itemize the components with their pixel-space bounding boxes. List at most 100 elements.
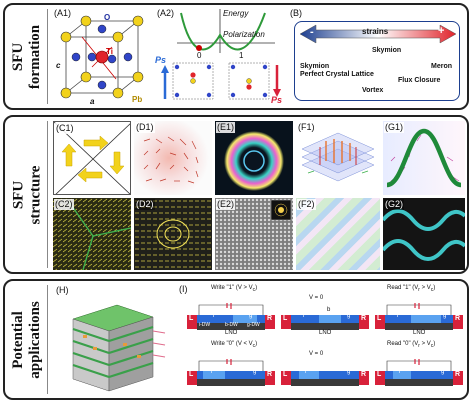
device-read-0: L R i g (375, 359, 463, 393)
region-i: i (303, 313, 305, 319)
perfect-crystal-lattice-label: Perfect Crystal Lattice (300, 71, 374, 78)
label-f2: (F2) (297, 199, 316, 210)
panel-g2-wave-domains: (G2) (383, 198, 465, 270)
panel-a2-double-well: (A2) Energy Polarization 0 1 Ps Ps (155, 7, 285, 107)
vortex-label: Vortex (362, 87, 384, 94)
region-i: i (399, 369, 401, 375)
panel-i-memory-devices: (I) Write "1" (V > Vc) V = 0 Read "1" (V… (177, 283, 467, 397)
section-divider (47, 285, 48, 394)
label-a1: (A1) (53, 8, 73, 19)
region-g: g (443, 313, 447, 319)
o-atom-label: O (104, 13, 111, 22)
label-c1: (C1) (55, 123, 75, 134)
section-divider (47, 121, 48, 268)
region-i: i (397, 313, 399, 319)
pb-atom-label: Pb (132, 95, 143, 104)
state-one-label: 1 (239, 51, 244, 60)
region-i: i (213, 313, 215, 319)
label-b: (B) (289, 8, 303, 19)
region-g: g (441, 369, 445, 375)
energy-curve (180, 12, 266, 51)
region-g: g (253, 369, 257, 375)
terminal-r: R (455, 315, 461, 322)
terminal-l: L (283, 315, 288, 322)
device-v0-bottom: L R i g (281, 359, 369, 393)
g-dw-label: g-DW (247, 322, 260, 328)
device-v0-top: L R i b g LNO (281, 303, 369, 337)
write-0-caption: Write "0" (V < Vc) (211, 341, 258, 350)
panel-g1-wave-polarization: (G1) (383, 121, 465, 195)
panel-d1-polarization-map: (D1) (134, 121, 212, 195)
terminal-r: R (455, 371, 461, 378)
strain-minus: - (310, 26, 314, 38)
v0-caption-bottom: V = 0 (309, 351, 324, 357)
terminal-l: L (189, 371, 194, 378)
panel-c2-vector-field: (C2) (53, 198, 131, 270)
section-divider (47, 9, 48, 104)
double-well-drawing (161, 9, 281, 100)
panel-f1-3d-polarization: (F1) (296, 121, 380, 195)
label-d2: (D2) (135, 199, 155, 210)
region-b: b (327, 307, 331, 313)
panel-h-crossbar-array: (H) (53, 283, 171, 397)
terminal-l: L (377, 371, 382, 378)
strain-plus: + (438, 25, 445, 37)
section-applications: Potential applications (H) (I) Write "1"… (3, 279, 469, 400)
skymion-top-label: Skymion (372, 47, 402, 54)
lno-label: LNO (413, 330, 426, 336)
device-write-0: L R i g (187, 359, 275, 393)
section-title-formation: SFU formation (10, 24, 43, 89)
ti-atom (95, 50, 109, 64)
label-d1: (D1) (135, 122, 155, 133)
write-1-caption: Write "1" (V > Vc) (211, 285, 258, 294)
energy-axis-label: Energy (223, 9, 249, 18)
v0-caption-top: V = 0 (309, 295, 324, 301)
label-g1: (G1) (384, 122, 404, 133)
terminal-l: L (377, 315, 382, 322)
panel-b-strains: (B) - + strains Skymion Skymion Perfect … (288, 7, 466, 107)
panel-e1-skyrmion-image: (E1) (215, 121, 293, 195)
device-read-1: L R i g LNO (375, 303, 463, 337)
panel-f2-domain-map: (F2) (296, 198, 380, 270)
lno-label: LNO (225, 330, 238, 336)
section-formation: SFU formation (A1) O Ti P (3, 3, 469, 110)
section-structure: SFU structure (C1) (D1) (3, 115, 469, 274)
label-f1: (F1) (297, 122, 316, 133)
region-g: g (249, 313, 253, 319)
flux-closure-label: Flux Closure (398, 77, 441, 84)
i-dw-label: i-DW (199, 322, 211, 328)
strains-arrow (299, 24, 457, 44)
label-c2: (C2) (54, 199, 74, 210)
region-i: i (305, 369, 307, 375)
wave-curve (386, 128, 462, 188)
label-e2: (E2) (216, 199, 236, 210)
region-i: i (211, 369, 213, 375)
terminal-r: R (361, 371, 367, 378)
panel-a1-perovskite-cell: (A1) O Ti Pb c a (52, 7, 152, 107)
skymion-left-label: Skymion (300, 63, 330, 70)
lno-label: LNO (319, 330, 332, 336)
c-axis-label: c (56, 61, 61, 70)
polarization-axis-label: Polarization (223, 30, 265, 39)
region-g: g (347, 369, 351, 375)
label-a2: (A2) (156, 8, 176, 19)
b-dw-label: b-DW (225, 322, 238, 328)
terminal-r: R (267, 371, 273, 378)
device-write-1: L R i g i-DW b-DW g-DW LNO (187, 303, 275, 337)
label-g2: (G2) (384, 199, 404, 210)
panel-e2-tem-image: (E2) (215, 198, 293, 270)
terminal-r: R (267, 315, 273, 322)
label-h: (H) (55, 285, 70, 296)
terminal-r: R (361, 315, 367, 322)
ps-left-label: Ps (155, 55, 167, 65)
section-title-structure: SFU structure (10, 165, 43, 224)
strains-label: strains (362, 27, 389, 36)
ps-right-label: Ps (271, 95, 283, 105)
terminal-l: L (283, 371, 288, 378)
ti-atom-label: Ti (106, 47, 113, 56)
section-title-applications: Potential applications (10, 300, 43, 379)
read-0-caption: Read "0" (Vr > Vc) (387, 341, 436, 350)
state-zero-label: 0 (197, 51, 202, 60)
region-g: g (347, 313, 351, 319)
panel-c1-flux-closure-schematic: (C1) (53, 121, 131, 195)
